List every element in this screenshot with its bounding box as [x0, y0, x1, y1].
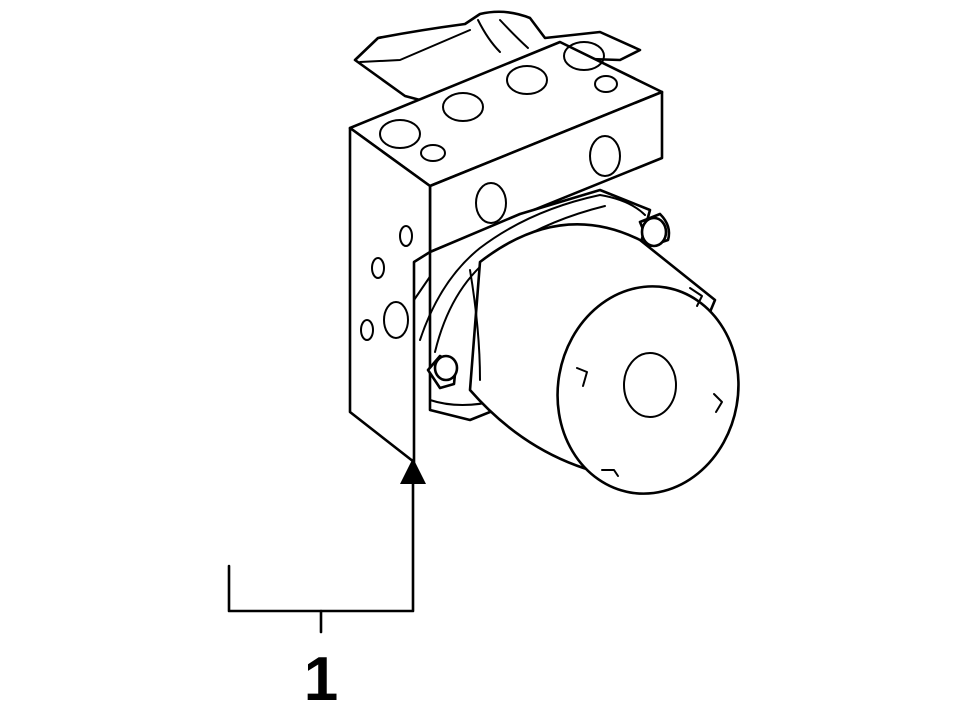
- arrowhead-icon: [400, 458, 426, 484]
- rear-housing: [353, 10, 642, 102]
- upper-bolt: [638, 212, 671, 248]
- port-holes-top: [379, 41, 618, 162]
- motor-center-boss: [623, 352, 677, 418]
- callout-number: 1: [304, 645, 338, 708]
- port-holes-side: [360, 225, 413, 341]
- port-holes-front: [475, 135, 621, 224]
- motor-end-cap: [556, 285, 740, 495]
- lower-bolt: [426, 354, 459, 390]
- pump-motor: [468, 223, 740, 495]
- callout-leader: [227, 458, 426, 634]
- abs-modulator-assembly: [348, 10, 740, 495]
